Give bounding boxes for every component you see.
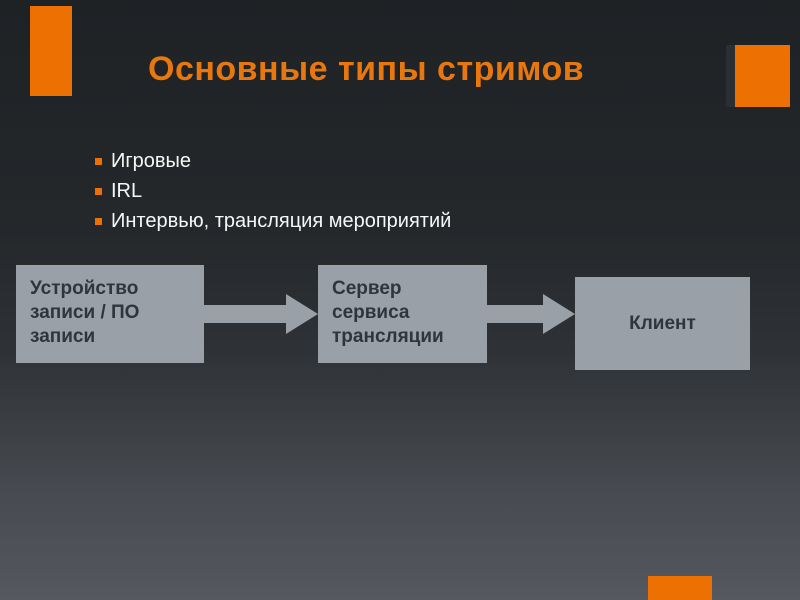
corner-accent-top-left <box>30 6 72 96</box>
bullet-icon <box>95 217 102 225</box>
bullet-text: Интервью, трансляция мероприятий <box>111 209 452 232</box>
corner-accent-top-right-bar <box>726 45 735 107</box>
slide-title: Основные типы стримов <box>148 50 585 88</box>
flow-arrow-icon <box>487 294 575 334</box>
bullet-text: Игровые <box>111 149 192 172</box>
list-item: Интервью, трансляция мероприятий <box>95 206 451 236</box>
flow-box-client: Клиент <box>575 277 750 370</box>
list-item: IRL <box>95 176 451 206</box>
bullet-list: Игровые IRL Интервью, трансляция меропри… <box>95 146 451 236</box>
arrow-head <box>543 294 575 334</box>
arrow-shaft <box>487 305 543 323</box>
flow-box-recording-device: Устройство записи / ПО записи <box>16 265 204 363</box>
bullet-icon <box>95 157 102 165</box>
arrow-shaft <box>204 305 286 323</box>
corner-accent-bottom-right <box>648 576 712 600</box>
corner-accent-top-right <box>735 45 790 107</box>
flow-box-streaming-server: Сервер сервиса трансляции <box>318 265 487 363</box>
arrow-head <box>286 294 318 334</box>
flow-arrow-icon <box>204 294 318 334</box>
bullet-text: IRL <box>111 179 143 202</box>
bullet-icon <box>95 187 102 195</box>
list-item: Игровые <box>95 146 451 176</box>
